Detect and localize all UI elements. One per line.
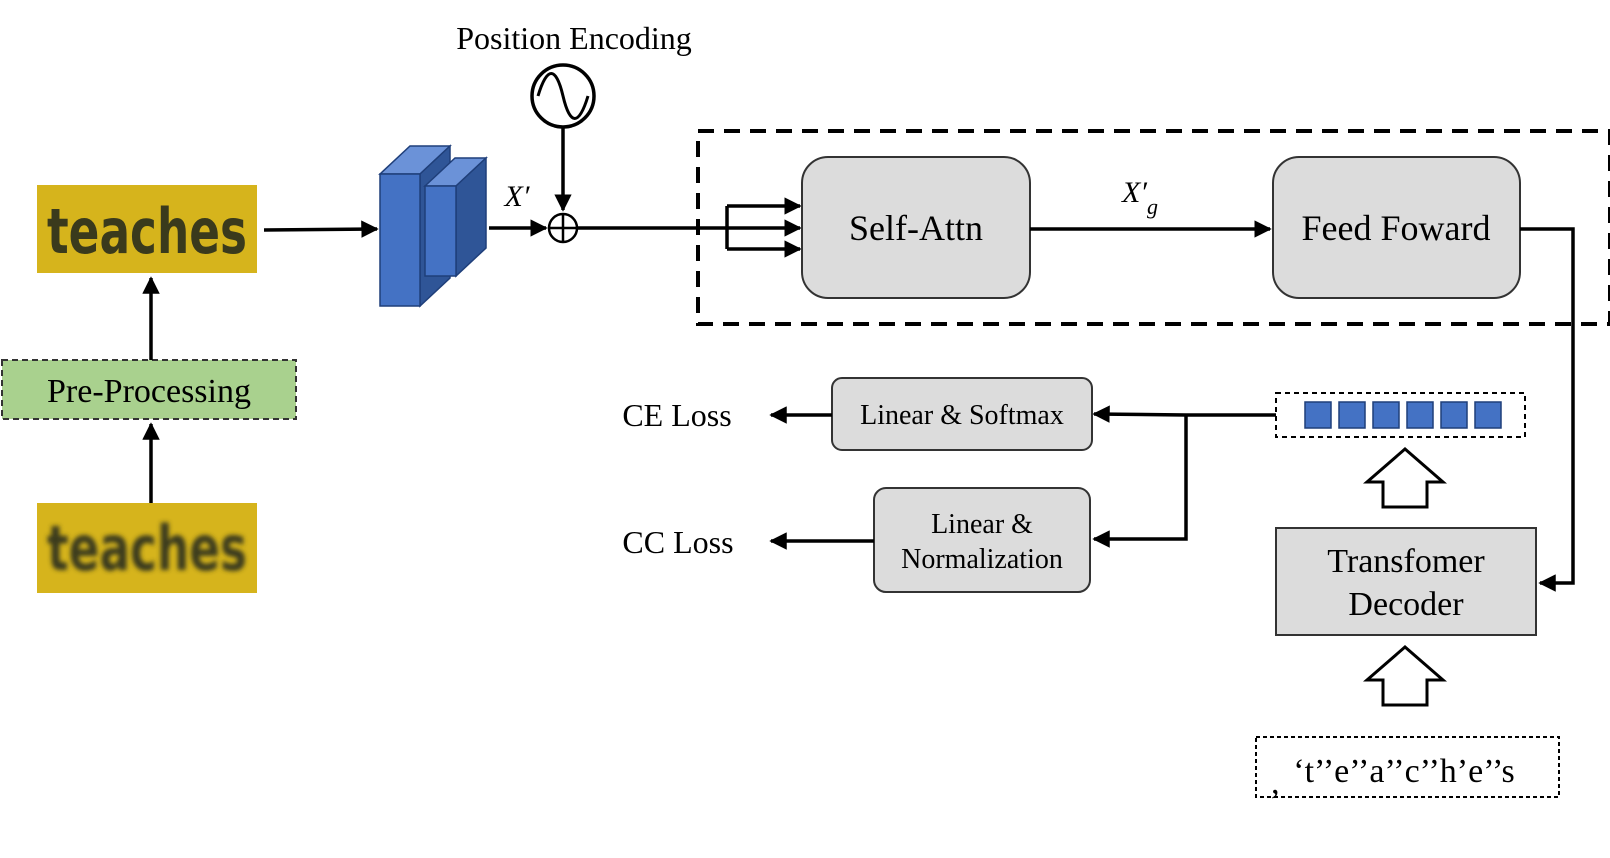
cnn-backbone-icon — [378, 144, 488, 308]
x-prime-label: X′ — [504, 180, 530, 213]
linear-normalization-label-line1: Linear & — [931, 509, 1033, 540]
decoder-label-line1: Transfomer — [1327, 543, 1485, 580]
output-token — [1474, 401, 1502, 429]
clear-word-text: teaches — [47, 195, 247, 268]
target-sequence-node: ‘t’’e’’a’’c’’h’e’’s ’ — [1255, 736, 1560, 820]
arrow-to-linear-softmax — [1092, 405, 1187, 423]
transformer-decoder-node: Transfomer Decoder — [1275, 527, 1537, 636]
feed-forward-node: Feed Foward — [1272, 156, 1521, 299]
blurry-word-text: teaches — [47, 512, 247, 585]
arrow-image-to-cnn — [263, 220, 379, 238]
xg-prime-label: X′g — [1121, 176, 1158, 219]
feed-forward-label: Feed Foward — [1302, 208, 1491, 248]
position-encoding-label: Position Encoding — [456, 20, 692, 56]
output-token — [1406, 401, 1434, 429]
self-attn-node: Self-Attn — [801, 156, 1031, 299]
ce-loss-label: CE Loss — [622, 397, 731, 433]
target-sequence-overflow: ’ — [1269, 783, 1280, 820]
pre-processing-node: Pre-Processing — [1, 359, 297, 420]
decoder-box — [1275, 527, 1537, 636]
output-token — [1338, 401, 1366, 429]
output-token — [1304, 401, 1332, 429]
pre-processing-box — [1, 359, 297, 420]
add-icon — [547, 212, 579, 244]
arrow-ffn-to-decoder — [1520, 227, 1575, 592]
linear-normalization-box — [873, 487, 1091, 593]
cc-loss-label: CC Loss — [622, 524, 733, 560]
linear-softmax-label: Linear & Softmax — [860, 400, 1064, 431]
decoder-label-line2: Decoder — [1348, 586, 1464, 623]
linear-normalization-label-line2: Normalization — [901, 544, 1063, 575]
encoder-frame — [696, 129, 1610, 326]
linear-softmax-node: Linear & Softmax — [831, 377, 1093, 451]
arrow-to-linear-norm — [1092, 415, 1188, 548]
up-arrow-icon — [1362, 645, 1448, 707]
blurry-image-background — [37, 503, 257, 593]
target-sequence-box — [1255, 736, 1560, 798]
clear-image-background — [37, 185, 257, 273]
sine-wave-icon — [530, 63, 596, 129]
output-token — [1372, 401, 1400, 429]
self-attn-label: Self-Attn — [849, 208, 983, 248]
output-token — [1440, 401, 1468, 429]
clear-word-image: teaches — [37, 185, 257, 273]
output-token-strip — [1275, 392, 1526, 438]
up-arrow-icon — [1362, 447, 1448, 509]
blurry-word-image: teaches — [37, 503, 257, 593]
target-sequence-label: ‘t’’e’’a’’c’’h’e’’s — [1293, 753, 1514, 790]
linear-normalization-node: Linear & Normalization — [873, 487, 1091, 593]
pre-processing-label: Pre-Processing — [47, 373, 251, 410]
